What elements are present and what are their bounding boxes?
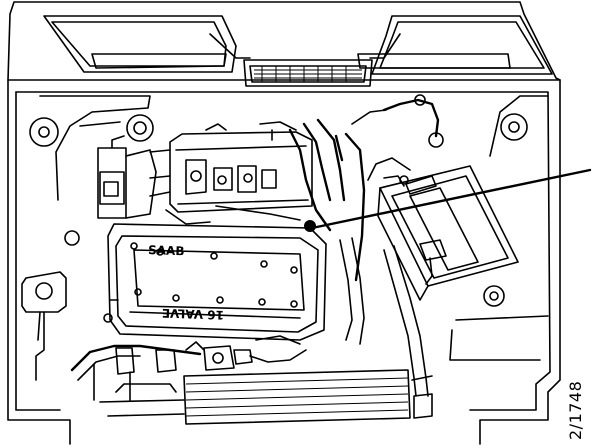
left-suspension-turret <box>29 117 59 147</box>
radiator <box>99 315 549 425</box>
rocker-cover-label: 16 VALVE <box>162 306 225 322</box>
air-intake-grille <box>243 59 373 87</box>
callout-point <box>304 220 316 232</box>
right-suspension-turret <box>500 113 528 141</box>
left-fender-mount <box>64 230 80 246</box>
rocker-cover: SAAB 16 VALVE <box>103 223 327 341</box>
hoses-and-leads <box>165 118 366 282</box>
lower-hoses <box>70 335 307 401</box>
coolant-pipe <box>339 237 433 419</box>
brake-servo <box>97 114 157 219</box>
intake-plenum <box>149 123 313 213</box>
battery-box <box>377 165 519 301</box>
engine-bay-outline <box>7 79 561 445</box>
right-fender-mount <box>483 285 505 307</box>
rocker-cover-brand: SAAB <box>148 243 185 258</box>
washer-reservoir <box>21 271 67 381</box>
callout-leader <box>304 168 592 232</box>
positive-lead <box>351 94 444 181</box>
figure-number: 2/1748 <box>566 380 585 440</box>
bonnet-panel <box>7 1 561 81</box>
